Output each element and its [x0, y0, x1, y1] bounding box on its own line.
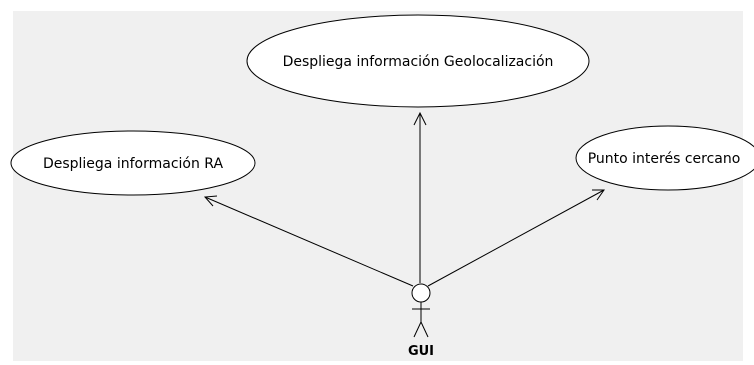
use-case-ellipse — [575, 125, 754, 191]
use-case-label: Punto interés cercano — [588, 151, 741, 167]
associations — [203, 111, 605, 287]
use-case-punto-interes[interactable]: Punto interés cercano — [575, 125, 754, 191]
use-case-label: Despliega información Geolocalización — [283, 54, 554, 70]
actor-right-leg — [420, 321, 429, 338]
arrowhead-ra — [203, 195, 218, 207]
association-ra — [204, 196, 414, 287]
association-poi — [427, 189, 605, 287]
actor-head — [411, 283, 431, 303]
actor-label: GUI — [408, 344, 434, 359]
use-case-ellipse — [246, 14, 590, 108]
actor-gui[interactable]: GUI — [408, 283, 434, 359]
arrowhead-poi — [592, 189, 605, 201]
use-case-ra[interactable]: Despliega información RA — [10, 130, 256, 196]
actor-left-leg — [413, 321, 422, 338]
arrowhead-geo — [413, 111, 427, 126]
use-case-label: Despliega información RA — [43, 156, 224, 172]
use-case-ellipse — [10, 130, 256, 196]
use-case-geolocalizacion[interactable]: Despliega información Geolocalización — [246, 14, 590, 108]
